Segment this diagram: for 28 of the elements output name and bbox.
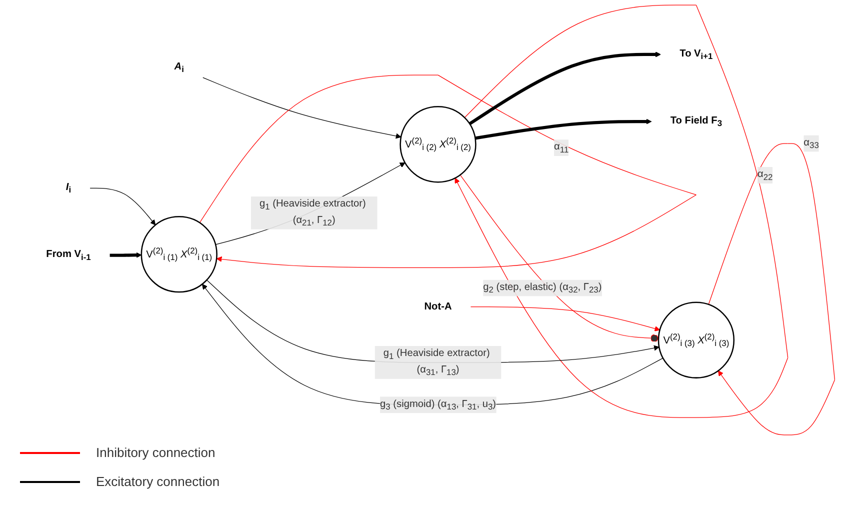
arrow xyxy=(202,77,402,139)
connector xyxy=(460,174,659,342)
node-text: Not-A xyxy=(424,301,452,312)
legend-text: Inhibitory connection xyxy=(96,445,216,460)
arrow xyxy=(202,284,664,406)
edge-label: g$_{1}$ (Heaviside extractor) (α$_{31}$, Γ$_{13}$) xyxy=(383,348,490,378)
arrow xyxy=(468,52,661,126)
edge-label: α$_{22}$ xyxy=(757,168,773,182)
arrow xyxy=(708,143,836,436)
node-text: I$_{i}$ xyxy=(66,182,72,195)
edge-label: α$_{33}$ xyxy=(804,137,819,150)
arrow xyxy=(474,118,652,140)
edge-label: g$_{1}$ (Heaviside extractor) (α$_{21}$, Γ$_{12}$) xyxy=(259,198,366,228)
arrow xyxy=(215,162,406,245)
edge-label: α$_{11}$ xyxy=(554,141,569,154)
edge-label: g$_{2}$ (step, elastic) (α$_{32}$, Γ$_{23}$) xyxy=(483,282,602,294)
node-text: To V$_{i+1}$ xyxy=(680,48,713,61)
arrow xyxy=(199,74,696,268)
edge-label: g$_{3}$ (sigmoid) (α$_{13}$, Γ$_{31}$, u$_{3}$) xyxy=(380,398,496,412)
node-text: From V$_{i-1}$ xyxy=(46,248,91,262)
legend-text: Excitatory connection xyxy=(96,474,220,489)
node-text: To Field F$_{3}$ xyxy=(670,115,722,128)
node-text: A$_{i}$ xyxy=(174,61,184,74)
arrow xyxy=(454,4,788,418)
arrow xyxy=(470,306,660,332)
arrow xyxy=(206,280,660,363)
arrow xyxy=(110,252,142,258)
arrow xyxy=(90,188,156,226)
